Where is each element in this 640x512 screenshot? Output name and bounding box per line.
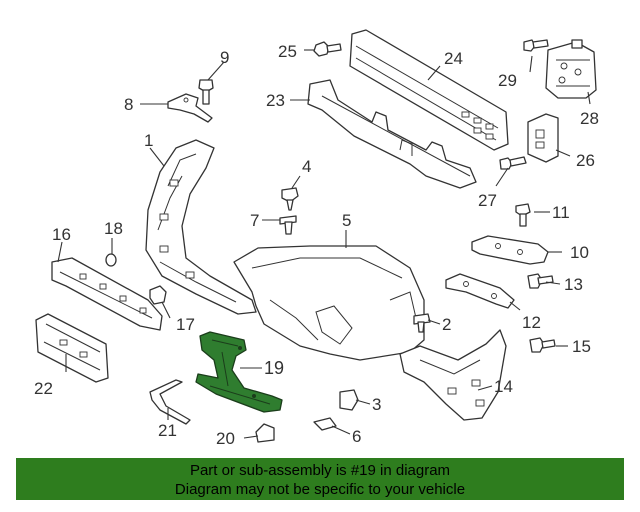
label-25: 25 xyxy=(278,42,297,61)
label-19: 19 xyxy=(264,358,284,378)
label-15: 15 xyxy=(572,337,591,356)
label-1: 1 xyxy=(144,131,153,150)
label-27: 27 xyxy=(478,191,497,210)
label-29: 29 xyxy=(498,71,517,90)
label-23: 23 xyxy=(266,91,285,110)
label-4: 4 xyxy=(302,157,311,176)
label-3: 3 xyxy=(372,395,381,414)
callout-leaders xyxy=(57,49,591,439)
label-18: 18 xyxy=(104,219,123,238)
part-29-bolt-icon xyxy=(523,39,549,52)
label-21: 21 xyxy=(158,421,177,440)
part-24-bumper-reinforcement xyxy=(349,29,509,151)
part-10-bracket xyxy=(471,235,549,265)
label-5: 5 xyxy=(342,211,351,230)
part-14-side-bracket xyxy=(399,329,507,421)
label-17: 17 xyxy=(176,315,195,334)
part-17-clip-icon xyxy=(149,285,167,305)
banner-line-part: Part or sub-assembly is #19 in diagram xyxy=(189,462,451,479)
label-9: 9 xyxy=(220,48,229,67)
part-7-push-clip-icon xyxy=(279,215,297,235)
part-27-bolt-icon xyxy=(499,156,527,170)
part-25-bolt-icon xyxy=(313,41,342,57)
label-26: 26 xyxy=(576,151,595,170)
label-8: 8 xyxy=(124,95,133,114)
part-18-grommet xyxy=(105,253,117,267)
part-23-energy-absorber xyxy=(307,79,477,189)
label-28: 28 xyxy=(580,109,599,128)
part-12-bracket xyxy=(445,273,515,309)
part-21-garnish xyxy=(149,379,191,425)
label-22: 22 xyxy=(34,379,53,398)
part-26-bracket xyxy=(527,113,559,163)
label-12: 12 xyxy=(522,313,541,332)
part-2-push-clip-icon xyxy=(413,313,431,333)
label-24: 24 xyxy=(444,49,463,68)
part-number-labels: 9 8 1 25 24 23 4 7 5 18 16 29 28 26 27 1… xyxy=(34,42,599,448)
part-28-bracket xyxy=(545,39,597,99)
banner-line-disclaimer: Diagram may not be specific to your vehi… xyxy=(174,481,466,498)
label-13: 13 xyxy=(564,275,583,294)
label-20: 20 xyxy=(216,429,235,448)
label-14: 14 xyxy=(494,377,513,396)
label-2: 2 xyxy=(442,315,451,334)
part-16-retainer xyxy=(51,257,163,331)
label-6: 6 xyxy=(352,427,361,446)
part-9-bolt-icon xyxy=(198,79,214,105)
part-1-bumper-frame xyxy=(145,139,257,315)
label-16: 16 xyxy=(52,225,71,244)
part-13-bolt-icon xyxy=(527,273,554,289)
part-6-clip-icon xyxy=(313,417,337,431)
info-banner: Part or sub-assembly is #19 in diagram D… xyxy=(16,458,624,500)
exploded-parts-diagram: 9 8 1 25 24 23 4 7 5 18 16 29 28 26 27 1… xyxy=(34,29,599,448)
label-10: 10 xyxy=(570,243,589,262)
part-19-lower-support-highlighted xyxy=(195,331,283,413)
part-4-clip-icon xyxy=(281,187,299,211)
label-11: 11 xyxy=(552,203,570,222)
part-11-bolt-icon xyxy=(515,203,531,227)
part-20-clip-icon xyxy=(255,423,275,443)
part-22-license-bracket xyxy=(35,313,109,383)
bumper-cover xyxy=(233,245,425,361)
part-8-bracket xyxy=(167,93,213,123)
part-3-clip-icon xyxy=(339,389,359,411)
label-7: 7 xyxy=(250,211,259,230)
part-15-bolt-icon xyxy=(529,337,556,353)
